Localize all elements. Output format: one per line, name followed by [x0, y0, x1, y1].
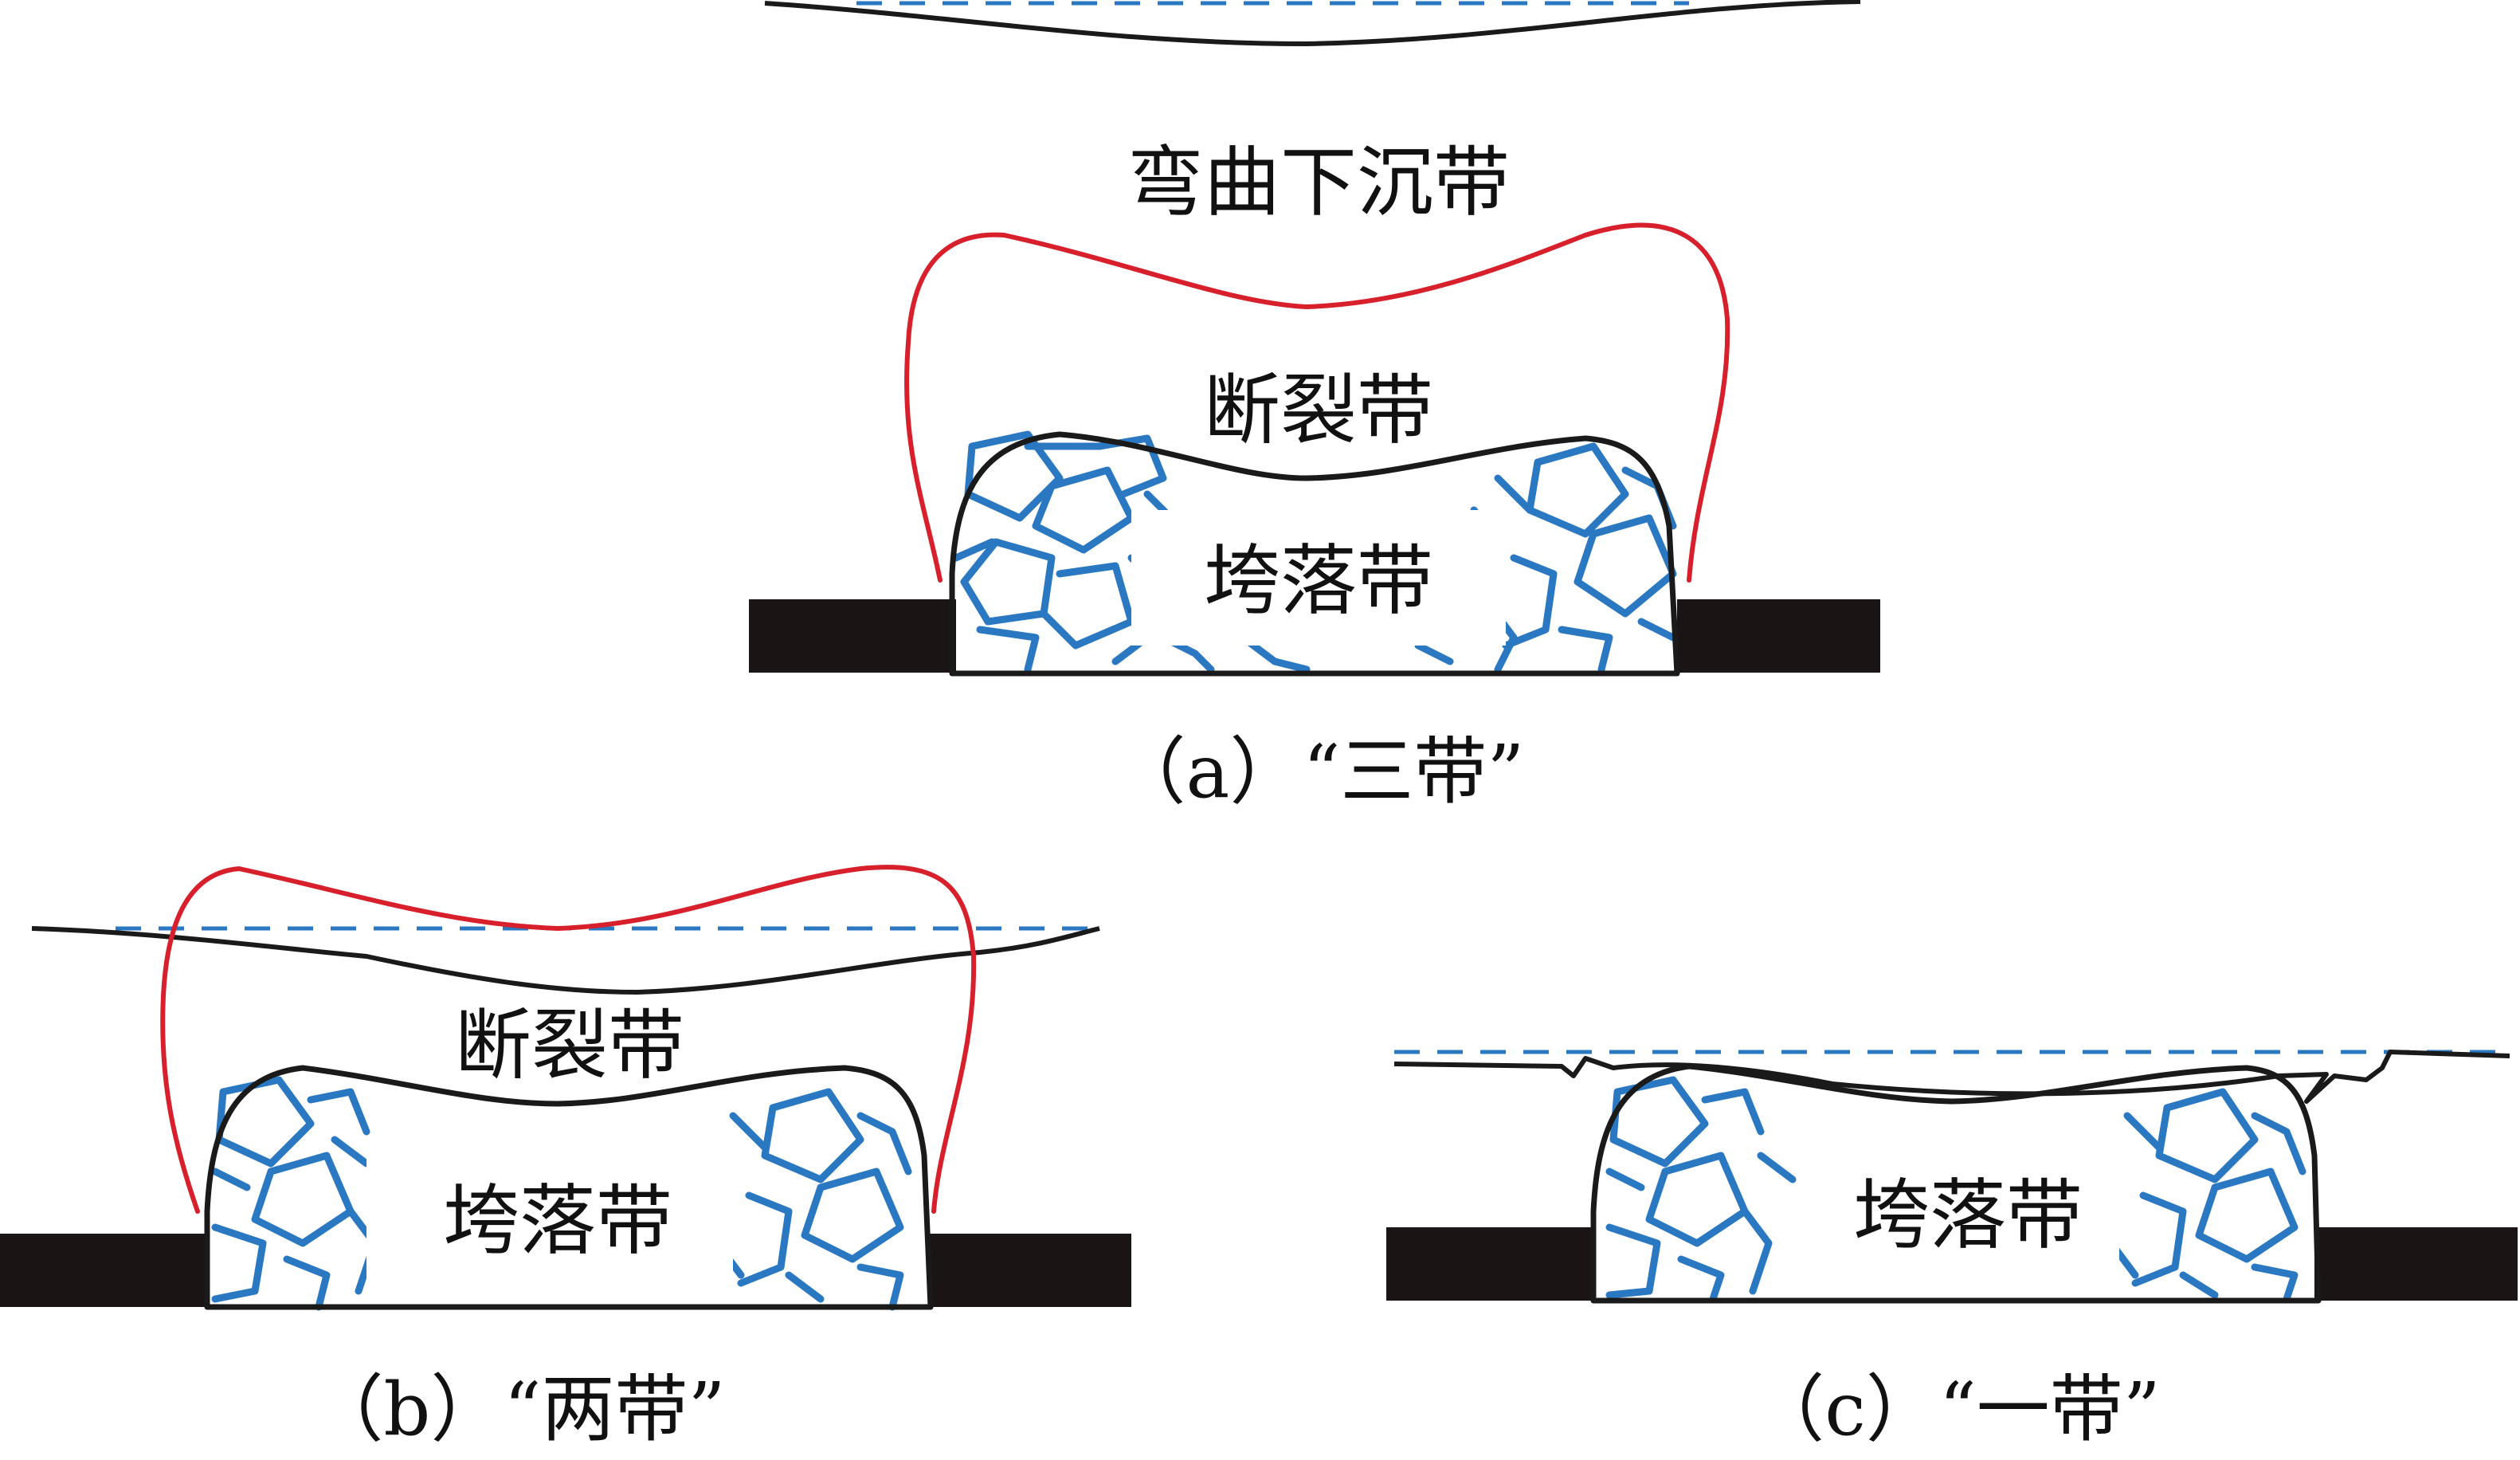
panel-a: 弯曲下沉带 断裂带 垮落带 （a）“三带” — [749, 0, 1880, 814]
panel-b-caving-zone-outline — [204, 1065, 934, 1310]
panel-a-coal-seam-right — [1677, 599, 1880, 673]
panel-a-fracture-zone-label: 断裂带 — [1204, 366, 1433, 455]
panel-c-caving-rock-fill — [1605, 1076, 2306, 1303]
panel-c-coal-seam-right — [2314, 1227, 2518, 1301]
panel-c-caving-zone-label: 垮落带 — [1853, 1171, 2083, 1260]
panel-c-ground-surface — [1393, 1050, 2510, 1104]
panel-a-caving-zone-outline — [949, 431, 1680, 677]
panel-a-fracture-zone-envelope — [904, 222, 1730, 583]
panel-a-coal-seam-left — [749, 599, 956, 673]
panel-a-ground-surface — [764, 0, 1861, 46]
panel-b-coal-seam-right — [928, 1234, 1131, 1307]
panel-b-caving-zone-label: 垮落带 — [443, 1176, 672, 1266]
panel-a-bending-zone-label: 弯曲下沉带 — [1127, 138, 1510, 227]
panel-b-fracture-zone-label: 断裂带 — [455, 1001, 684, 1090]
panel-b-ground-surface — [31, 926, 1100, 995]
panel-b-caption: （b）“两带” — [311, 1367, 726, 1452]
panel-c-caption: （c）“一带” — [1751, 1367, 2161, 1452]
panel-a-caving-zone-label: 垮落带 — [1204, 536, 1433, 626]
panel-c: 垮落带 （c）“一带” — [1386, 1050, 2518, 1452]
panel-b-coal-seam-left — [0, 1234, 209, 1307]
panel-a-caption: （a）“三带” — [1113, 729, 1525, 814]
panel-b-fracture-zone-envelope — [160, 865, 977, 1214]
panel-c-coal-seam-left — [1386, 1227, 1595, 1301]
panel-c-caving-zone-outline — [1590, 1063, 2322, 1304]
panel-b: 断裂带 垮落带 （b）“两带” — [0, 865, 1131, 1452]
